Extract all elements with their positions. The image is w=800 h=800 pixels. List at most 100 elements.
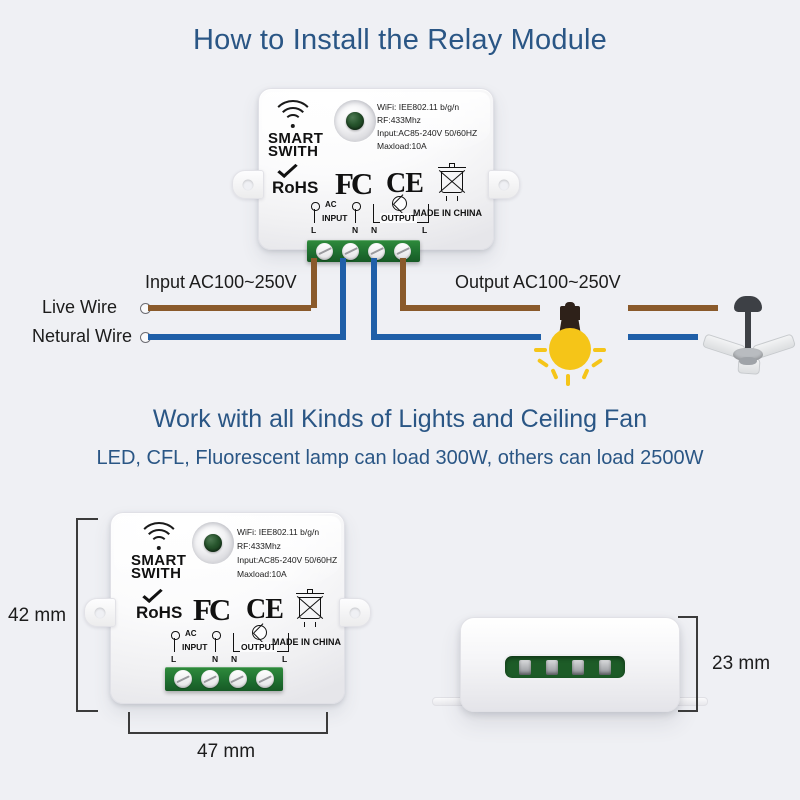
bulb-ray	[536, 357, 550, 369]
page-title: How to Install the Relay Module	[192, 24, 607, 56]
weee-leg-left	[446, 196, 447, 201]
device-spec-line-0-bottom: WiFi: IEE802.11 b/g/n	[237, 527, 320, 537]
pin-stem-n-in	[355, 209, 356, 223]
terminal-pin-label-3-bottom: L	[282, 654, 288, 664]
wifi-icon	[271, 100, 315, 129]
terminal-slot-side	[503, 654, 627, 680]
pin-head-n-in	[352, 202, 361, 211]
pin-stem-l-in-bottom	[174, 638, 175, 652]
pin-stem-l-in	[314, 209, 315, 223]
led-button-well-bottom	[192, 522, 234, 564]
device-spec-line-3-bottom: Maxload:10A	[237, 569, 287, 579]
terminal-block-top	[307, 240, 420, 262]
dim-depth-cap-top	[678, 616, 698, 618]
dimension-width-label: 47 mm	[197, 741, 256, 762]
terminal-label-input-bottom: INPUT	[182, 642, 208, 652]
terminal-pin-label-3: L	[422, 225, 428, 235]
weee-body-bottom	[299, 597, 321, 619]
led-button-icon-bottom[interactable]	[204, 534, 222, 552]
pin-stem-n-in-bottom	[215, 638, 216, 652]
pin-head-n-in-bottom	[212, 631, 221, 640]
fan-hub-lower	[739, 357, 757, 365]
bulb-ray	[534, 348, 547, 352]
weee-leg-right-bottom	[315, 622, 316, 627]
dim-width-cap-right	[326, 712, 328, 734]
weee-body	[441, 171, 463, 193]
dim-width-cap-left	[128, 712, 130, 734]
brand-name-line1: SMART	[268, 130, 324, 147]
lamp-symbol-icon-bottom	[252, 625, 267, 640]
device-spec-line-2-bottom: Input:AC85-240V 50/60HZ	[237, 555, 338, 565]
terminal-screw[interactable]	[228, 670, 247, 688]
terminal-pin-side[interactable]	[545, 659, 558, 675]
bulb-ray	[581, 368, 590, 380]
terminal-pin-side[interactable]	[519, 659, 532, 675]
terminal-pin-side[interactable]	[572, 659, 585, 675]
weee-lid-bottom	[296, 593, 324, 594]
neutral-wire-label: Netural Wire	[32, 326, 133, 346]
terminal-diagram-top: AC INPUT L N OUTPUT N L	[308, 196, 438, 238]
ce-logo-bottom: CE	[246, 594, 284, 625]
mounting-hole-right-bottom	[349, 607, 361, 618]
ceiling-fan-icon	[701, 296, 797, 376]
terminal-screw[interactable]	[316, 242, 333, 260]
weee-handle-bottom	[306, 589, 314, 594]
terminal-screw[interactable]	[255, 670, 274, 688]
terminal-label-output: OUTPUT	[380, 213, 417, 223]
dim-depth-cap-bottom	[678, 710, 698, 712]
light-bulb-icon	[534, 302, 606, 386]
fcc-logo: FC	[335, 166, 373, 201]
ce-logo: CE	[386, 168, 424, 199]
weee-bin-icon	[438, 163, 466, 201]
terminal-pin-side[interactable]	[598, 659, 611, 675]
live-output-horizontal	[400, 305, 540, 311]
mounting-tab-left	[232, 170, 264, 199]
rohs-label: RoHS	[272, 178, 319, 197]
mounting-tab-left-bottom	[84, 598, 116, 627]
brand-name-line1-bottom: SMART	[131, 552, 187, 569]
device-spec-line-1-bottom: RF:433Mhz	[237, 541, 281, 551]
live-input-vertical	[311, 258, 317, 308]
terminal-screw[interactable]	[201, 670, 220, 688]
terminal-label-input: INPUT	[322, 213, 348, 223]
dim-height-vertical	[76, 518, 78, 712]
brand-name-line2: SWITH	[268, 143, 319, 160]
terminal-pin-label-0: L	[311, 225, 317, 235]
terminal-label-ac-bottom: AC	[185, 629, 197, 638]
weee-handle	[448, 163, 456, 168]
neutral-input-vertical	[340, 258, 346, 337]
device-spec-line-2: Input:AC85-240V 50/60HZ	[377, 128, 478, 138]
fcc-logo-bottom: FC	[193, 592, 231, 627]
bulb-ray	[590, 357, 604, 369]
origin-label-top: MADE IN CHINA	[413, 208, 482, 218]
terminal-diagram-bottom: AC INPUT L N OUTPUT N L	[168, 625, 298, 667]
terminal-screw[interactable]	[174, 670, 193, 688]
neutral-input-horizontal	[148, 334, 346, 340]
live-output-vertical	[400, 258, 406, 308]
terminal-pin-label-2: N	[371, 225, 378, 235]
brand-name-line2-bottom: SWITH	[131, 565, 182, 582]
rohs-label-bottom: RoHS	[136, 603, 183, 622]
terminal-label-ac: AC	[325, 200, 337, 209]
led-button-icon[interactable]	[346, 112, 364, 130]
terminal-block-bottom	[165, 667, 283, 691]
mounting-tab-right-bottom	[339, 598, 371, 627]
terminal-screw[interactable]	[342, 242, 359, 260]
pin-head-l-in	[311, 202, 320, 211]
fan-live-wire	[628, 305, 718, 311]
terminal-screw[interactable]	[368, 242, 385, 260]
terminal-screw[interactable]	[394, 242, 411, 260]
live-input-horizontal	[148, 305, 311, 311]
weee-bin-icon-bottom	[296, 589, 324, 627]
subtitle-secondary: LED, CFL, Fluorescent lamp can load 300W…	[96, 447, 704, 469]
dim-height-cap-top	[76, 518, 98, 520]
device-spec-line-3: Maxload:10A	[377, 141, 427, 151]
dimension-depth-label: 23 mm	[712, 653, 771, 674]
terminal-label-output-bottom: OUTPUT	[240, 642, 277, 652]
terminal-pin-label-1-bottom: N	[212, 654, 219, 664]
neutral-output-horizontal	[371, 334, 541, 340]
device-spec-line-1: RF:433Mhz	[377, 115, 421, 125]
weee-lid	[438, 167, 466, 168]
mounting-hole-left-bottom	[94, 607, 106, 618]
